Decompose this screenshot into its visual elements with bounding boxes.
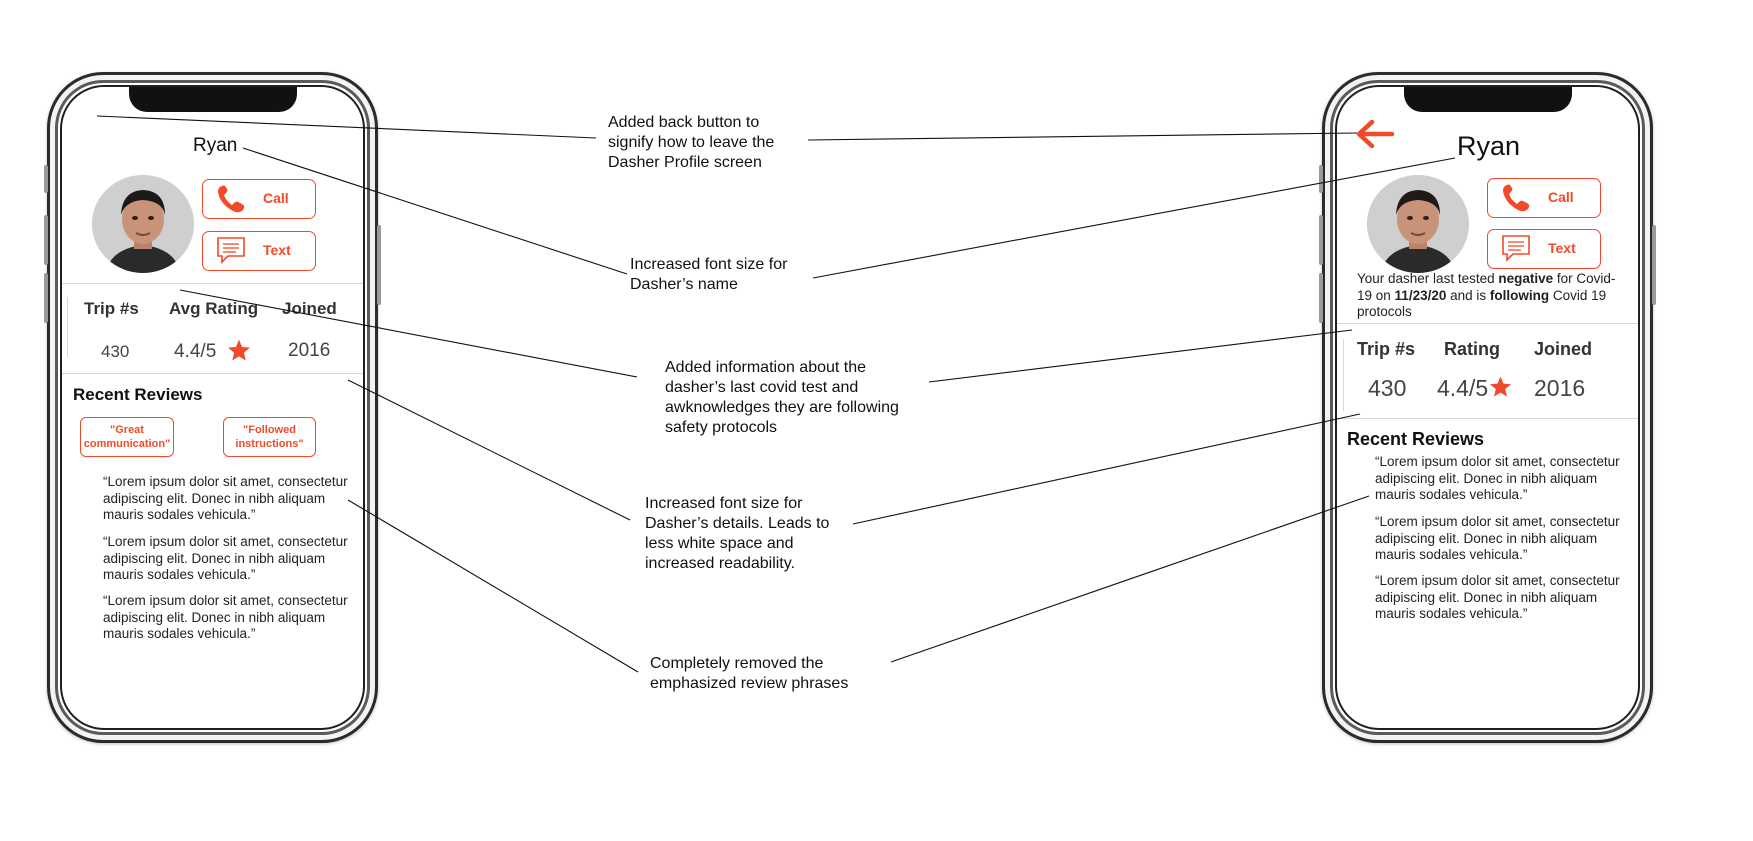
text-button[interactable]: Text [202,231,316,271]
covid-test-date: 11/23/20 [1394,287,1447,303]
divider [62,373,363,374]
call-button[interactable]: Call [1487,178,1601,218]
avatar [92,175,194,273]
avatar-portrait-icon [1367,175,1469,273]
stat-header-trips: Trip #s [1357,339,1416,359]
annotation-name-font: Increased font size for Dasher’s name [630,256,788,293]
divider [62,283,363,284]
screen-after: Ryan Call Text Your dasher last tested n… [1335,85,1640,730]
annotation-back-button: Added back button to signify how to leav… [608,114,775,171]
connector-line [812,157,1456,279]
review-text: “Lorem ipsum dolor sit amet, consectetur… [1375,573,1620,621]
connector-line [807,132,1358,141]
stat-value-trips: 430 [1368,375,1407,401]
recent-reviews-title: Recent Reviews [1347,429,1485,449]
review-text: “Lorem ipsum dolor sit amet, consectetur… [103,534,348,582]
avatar [1367,175,1469,273]
call-label: Call [263,190,289,206]
connector-line [242,147,628,275]
connector-line [179,289,638,378]
connector-line [347,379,631,521]
text-label: Text [263,242,291,258]
review-text: “Lorem ipsum dolor sit amet, consectetur… [1375,514,1620,562]
notch [1403,87,1572,112]
review-chip-instructions[interactable]: "Followed instructions" [223,417,316,457]
stat-value-rating: 4.4/5 [174,341,217,362]
connector-line [347,499,639,673]
stat-header-rating: Avg Rating [169,299,259,318]
phone-icon [218,185,245,213]
covid-result: negative [1498,271,1554,286]
connector-line [890,495,1370,663]
stat-value-trips: 430 [101,342,130,361]
star-icon [228,339,250,361]
annotation-details-font: Increased font size for Dasher’s details… [645,495,830,572]
text-label: Text [1548,240,1576,256]
review-text: “Lorem ipsum dolor sit amet, consectetur… [1375,454,1620,502]
annotation-removed-phrases: Completely removed the emphasized review… [650,655,849,692]
chat-bubble-icon [217,237,245,264]
dasher-name: Ryan [193,135,238,156]
star-icon [1490,376,1511,397]
divider [1343,339,1344,411]
notch [128,87,297,112]
call-button[interactable]: Call [202,179,316,219]
stat-value-joined: 2016 [288,340,331,361]
review-text: “Lorem ipsum dolor sit amet, consectetur… [103,474,348,522]
connector-line [852,413,1361,525]
back-arrow-icon[interactable] [1354,118,1396,150]
text-button[interactable]: Text [1487,229,1601,269]
covid-protocol-status: following [1489,287,1550,303]
phone-icon [1503,184,1530,212]
recent-reviews-title: Recent Reviews [73,385,203,404]
review-text: “Lorem ipsum dolor sit amet, consectetur… [103,593,348,641]
chat-bubble-icon [1502,235,1530,262]
screen-before: Ryan Call Text Trip #s Avg Rating Joi [60,85,365,730]
divider [1337,418,1638,419]
stat-header-rating: Rating [1444,339,1500,359]
connector-line [96,115,597,139]
stat-value-joined: 2016 [1534,375,1586,401]
dasher-name: Ryan [1457,131,1521,161]
stat-header-joined: Joined [1534,339,1593,359]
stat-header-trips: Trip #s [84,299,139,318]
divider [1337,323,1638,324]
divider [67,297,68,357]
covid-status-text: Your dasher last tested negative for Cov… [1357,271,1616,319]
connector-line [928,329,1353,383]
review-chip-communication[interactable]: "Great communication" [80,417,174,457]
avatar-portrait-icon [92,175,194,273]
annotation-covid-info: Added information about the dasher’s las… [665,359,899,436]
call-label: Call [1548,189,1574,205]
stat-value-rating: 4.4/5 [1437,375,1489,401]
stat-header-joined: Joined [282,299,337,318]
